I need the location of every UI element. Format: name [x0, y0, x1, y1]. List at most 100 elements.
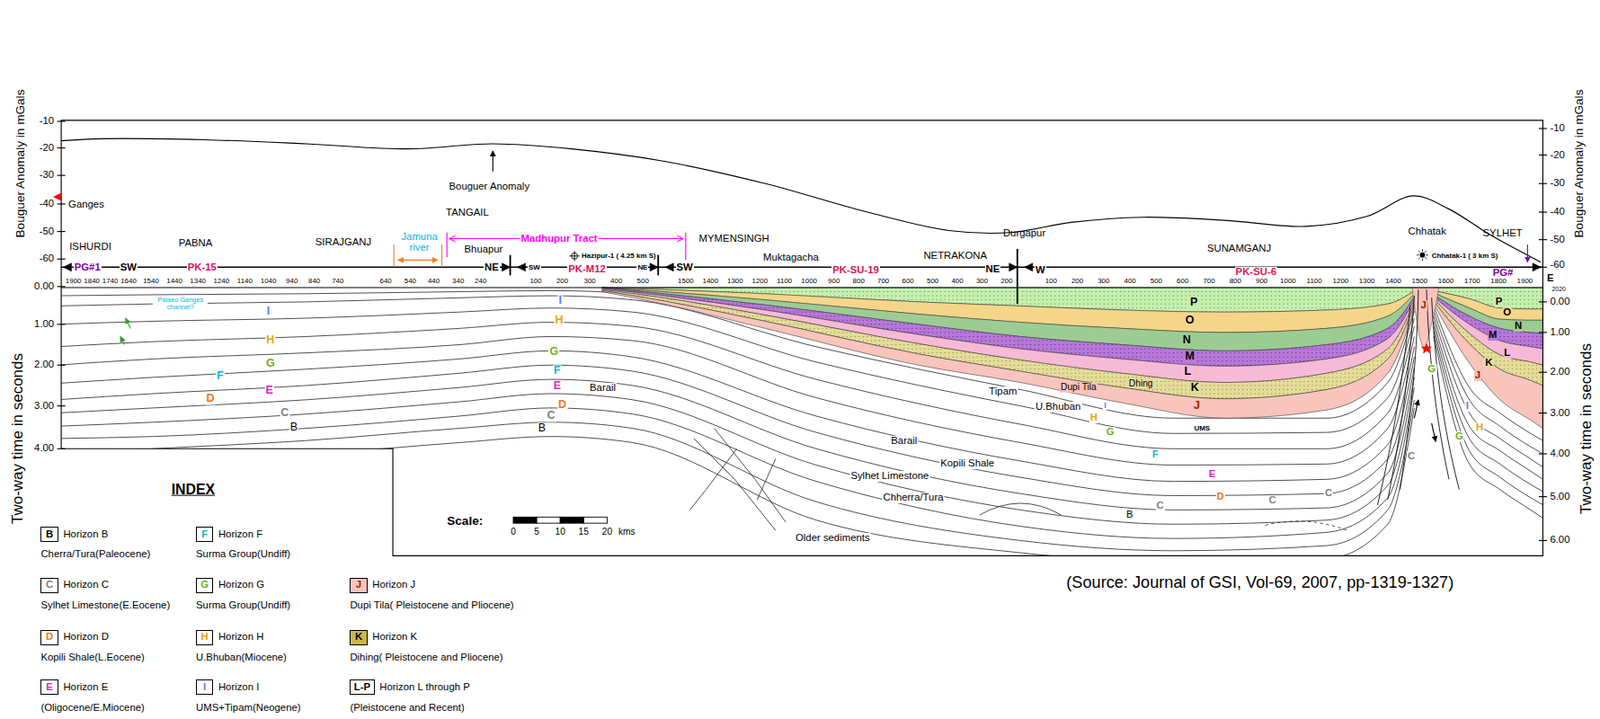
line-end-arrow [1532, 263, 1541, 272]
scale-label: Scale: [446, 515, 483, 528]
shotpoint-number: 340 [452, 277, 464, 285]
horizon-label: Kopili Shale [939, 458, 996, 470]
axis-tick [57, 364, 66, 366]
tick-label: 6.00 [1549, 534, 1570, 546]
shotpoint-number: 1400 [1385, 277, 1402, 285]
slip-arrow [1431, 423, 1437, 442]
tick-label: 5.00 [1549, 491, 1570, 503]
shotpoint-number: 400 [610, 277, 623, 285]
shotpoint-number: 1500 [677, 277, 694, 285]
horizon-label: K [1190, 382, 1200, 395]
line-end-arrow [665, 263, 674, 272]
axis-tick [57, 405, 66, 407]
axis-tick [1538, 239, 1547, 240]
well-symbol-cross [568, 250, 579, 261]
shotpoint-number: 300 [583, 277, 596, 285]
axis-tick [57, 203, 66, 205]
legend-text: Horizon C [62, 579, 108, 591]
line-end-arrow [517, 263, 526, 272]
legend-text: Horizon E [62, 682, 108, 694]
legend-letter: G [200, 579, 209, 591]
legend-description: Cherra/Tura(Paleocene) [40, 549, 151, 560]
horizon-label: Sylhet Limestone [849, 471, 930, 482]
scale-bar [560, 516, 584, 524]
shotpoint-number: 1500 [1411, 277, 1428, 285]
axis-tick [57, 285, 66, 287]
shotpoint-number: 1600 [1438, 277, 1455, 285]
horizon-label: Older sediments [794, 533, 872, 544]
fault-line [1377, 305, 1411, 505]
tick-label: 1.00 [1549, 327, 1570, 338]
illustration [53, 120, 1547, 563]
horizon-label: B [537, 422, 547, 435]
horizon-label: D [204, 392, 215, 405]
axis-title: Two-way time in seconds [9, 353, 27, 525]
tick-label: -30 [1549, 177, 1565, 189]
line-end-arrow [62, 263, 72, 272]
place-name: MYMENSINGH [699, 233, 770, 245]
scale-label: 5 [533, 527, 540, 538]
axis-tick [57, 175, 66, 177]
strata-layer [602, 290, 1417, 418]
horizon-label: C [279, 407, 290, 419]
line-end-arrow [649, 263, 658, 272]
shotpoint-number: 1800 [1490, 277, 1507, 285]
legend-description: Dupi Tila( Pleistocene and Pliocene) [349, 600, 514, 612]
tick-label: -10 [1549, 123, 1565, 134]
tick-label: -20 [39, 142, 54, 154]
shotpoint-number: 1640 [120, 277, 137, 285]
legend-description: Surma Group(Undiff) [195, 549, 291, 560]
tick-label: -50 [39, 226, 54, 238]
horizon-label: E [265, 384, 275, 397]
legend-description: Sylhet Limestone(E.Eocene) [40, 600, 170, 612]
shotpoint-number: 300 [1097, 277, 1110, 285]
horizon-label: O [1502, 307, 1512, 319]
fault-line [1387, 295, 1415, 500]
channel-arrow [125, 318, 132, 329]
horizon-label: J [1192, 400, 1201, 412]
scale-label: 20 [602, 527, 613, 538]
horizon-label: Barail [889, 435, 918, 447]
legend-letter: D [45, 631, 54, 643]
horizon-label: N [1182, 334, 1192, 347]
horizon-label: H [1475, 422, 1485, 434]
horizon-label: H [1089, 412, 1099, 424]
horizon-label: Palaeo Ganges channel? [152, 296, 208, 311]
tick-label: -20 [1549, 150, 1565, 161]
horizon-label: G [1426, 364, 1437, 375]
shotpoint-number: 1900 [1517, 277, 1534, 285]
horizon-label: F [1151, 449, 1160, 461]
axis-title: Bouguer Anomaly in mGals [14, 88, 27, 238]
legend-text: Horizon J [372, 579, 416, 591]
horizon-label: M [1487, 329, 1498, 341]
horizon-label: K [1484, 357, 1494, 369]
horizon-label: I [266, 306, 271, 319]
fault-trace [689, 448, 737, 510]
horizon-label: F [552, 364, 562, 377]
shotpoint-number: 840 [308, 277, 320, 285]
line-name: NE [985, 264, 1002, 276]
place-name: SYLHET [1483, 228, 1523, 240]
axis-tick [1538, 183, 1547, 185]
legend-text: Horizon G [218, 579, 265, 591]
datum-line [61, 286, 1543, 288]
channel-arrow [120, 336, 125, 345]
shotpoint-number: 940 [285, 277, 298, 285]
legend-letter: F [201, 529, 208, 541]
shotpoint-number: 100 [529, 277, 542, 285]
horizon-label: G [1454, 431, 1465, 443]
horizon-label: P [1189, 296, 1199, 309]
place-name: SUNAMGANJ [1207, 243, 1272, 255]
shotpoint-number: 1040 [260, 277, 277, 285]
shotpoint-number: 900 [1255, 277, 1268, 285]
scale-bar [583, 516, 607, 524]
horizon-label: C [1324, 488, 1334, 499]
station-line [61, 266, 1543, 268]
shotpoint-number: 440 [427, 277, 440, 285]
shotpoint-number: 600 [1176, 277, 1189, 285]
tick-label: -60 [39, 253, 54, 265]
line-end-arrow [1009, 263, 1018, 272]
bouguer-curve [61, 138, 1541, 263]
tick-label: -30 [39, 169, 54, 181]
